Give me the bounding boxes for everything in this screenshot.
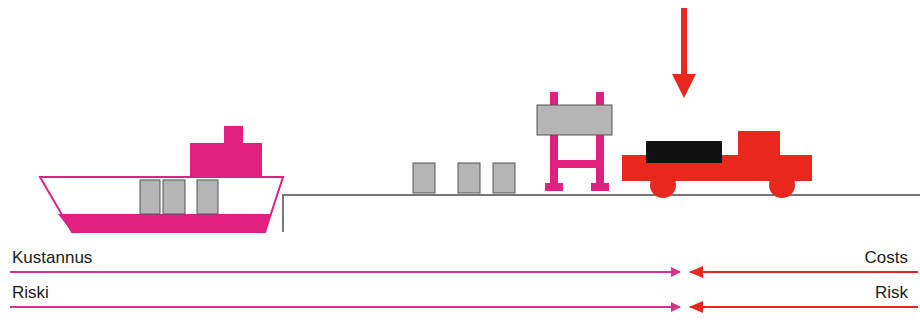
quay (283, 195, 920, 232)
delivery-arrow (672, 8, 696, 98)
risk-label: Riski (12, 283, 49, 303)
forklift (537, 92, 612, 191)
risk-label: Risk (875, 283, 908, 303)
risk-arrow-seller (10, 306, 680, 308)
cost-label: Kustannus (12, 248, 92, 268)
cost-arrow-buyer (690, 271, 918, 273)
cargo (413, 163, 515, 193)
cost-label: Costs (865, 248, 908, 268)
ship (40, 126, 283, 232)
cost-arrow-seller (10, 271, 680, 273)
risk-arrow-buyer (690, 306, 918, 308)
truck (622, 131, 812, 198)
